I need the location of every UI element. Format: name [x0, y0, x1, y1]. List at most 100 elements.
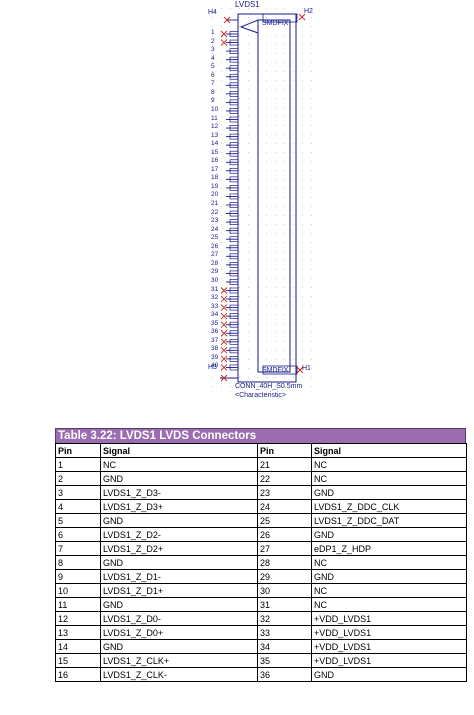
grid-dot: [248, 260, 249, 261]
grid-dot: [248, 161, 249, 162]
grid-dot: [302, 386, 303, 387]
no-connect-cross: [220, 304, 228, 311]
grid-dot: [284, 98, 285, 99]
grid-dot: [311, 71, 312, 72]
grid-dot: [293, 215, 294, 216]
grid-dot: [248, 134, 249, 135]
cell-signal: LVDS1_Z_D2-: [100, 527, 258, 542]
cell-pin: 2: [55, 471, 101, 486]
pin-number-label: 30: [211, 276, 219, 284]
cell-pin: 10: [55, 583, 101, 598]
hole-label-h1: H1: [302, 365, 311, 372]
grid-dot: [293, 278, 294, 279]
pin-pad-19: [229, 185, 239, 191]
no-connect-cross: [220, 347, 228, 354]
grid-dot: [302, 296, 303, 297]
grid-dot: [248, 386, 249, 387]
grid-dot: [266, 314, 267, 315]
no-connect-cross: [220, 312, 228, 320]
cell-signal: +VDD_LVDS1: [311, 611, 467, 626]
grid-dot: [248, 296, 249, 297]
cell-pin: 32: [257, 611, 312, 626]
grid-dot: [257, 359, 258, 360]
pin-number-label: 24: [211, 225, 219, 233]
grid-dot: [257, 134, 258, 135]
pin-pad-10: [229, 108, 239, 114]
grid-dot: [230, 71, 231, 72]
pin-pad-16: [229, 159, 239, 166]
grid-dot: [293, 152, 294, 153]
pin-number-label: 37: [211, 336, 219, 344]
grid-dot: [239, 206, 240, 207]
grid-dot: [284, 80, 285, 81]
grid-dot: [212, 242, 213, 243]
grid-dot: [284, 35, 285, 36]
grid-dot: [311, 323, 312, 324]
grid-dot: [266, 8, 267, 9]
grid-dot: [257, 296, 258, 297]
pin-pad-5: [229, 65, 239, 72]
grid-dot: [221, 350, 222, 351]
grid-dot: [275, 161, 276, 162]
grid-dot: [230, 215, 231, 216]
grid-dot: [275, 287, 276, 288]
cell-signal: LVDS1_Z_DDC_DAT: [311, 513, 467, 528]
grid-dot: [230, 44, 231, 45]
grid-dot: [257, 26, 258, 27]
grid-dot: [239, 143, 240, 144]
grid-dot: [293, 269, 294, 270]
grid-dot: [311, 341, 312, 342]
pin-number-label: 13: [211, 131, 219, 139]
pin-pad-39: [229, 356, 239, 362]
grid-dot: [257, 161, 258, 162]
grid-dot: [239, 323, 240, 324]
grid-dot: [302, 206, 303, 207]
grid-dot: [311, 386, 312, 387]
cell-signal: LVDS1_Z_D0+: [100, 625, 258, 640]
grid-dot: [293, 377, 294, 378]
pin-pad-28: [229, 262, 239, 268]
connector-body: [237, 13, 297, 383]
grid-dot: [257, 224, 258, 225]
ref-designator: LVDS1: [235, 0, 260, 9]
cell-pin: 22: [257, 471, 312, 486]
grid-dot: [221, 80, 222, 81]
no-connect-cross: [220, 287, 228, 294]
header-signal: Signal: [100, 443, 258, 458]
grid-dot: [248, 98, 249, 99]
grid-dot: [311, 26, 312, 27]
grid-dot: [221, 8, 222, 9]
grid-dot: [230, 116, 231, 117]
grid-dot: [311, 179, 312, 180]
grid-dot: [293, 179, 294, 180]
cell-signal: NC: [311, 457, 467, 472]
cell-pin: 23: [257, 485, 312, 500]
no-connect-cross: [220, 329, 228, 337]
grid-dot: [257, 314, 258, 315]
grid-dot: [266, 368, 267, 369]
cell-signal: +VDD_LVDS1: [311, 625, 467, 640]
grid-dot: [284, 125, 285, 126]
grid-dot: [239, 170, 240, 171]
grid-dot: [284, 350, 285, 351]
pin-pad-3: [229, 48, 239, 54]
grid-dot: [293, 17, 294, 18]
grid-dot: [293, 314, 294, 315]
cell-signal: GND: [311, 485, 467, 500]
cell-signal: GND: [100, 639, 258, 654]
grid-dot: [311, 35, 312, 36]
grid-dot: [257, 260, 258, 261]
grid-dot: [230, 242, 231, 243]
grid-dot: [248, 287, 249, 288]
pin-pad-15: [229, 150, 239, 157]
cell-signal: NC: [100, 457, 258, 472]
grid-dot: [284, 260, 285, 261]
grid-dot: [302, 152, 303, 153]
grid-dot: [239, 98, 240, 99]
pin-number-label: 2: [211, 37, 215, 45]
grid-dot: [311, 62, 312, 63]
grid-dot: [212, 215, 213, 216]
schematic-drawing: [212, 8, 312, 387]
